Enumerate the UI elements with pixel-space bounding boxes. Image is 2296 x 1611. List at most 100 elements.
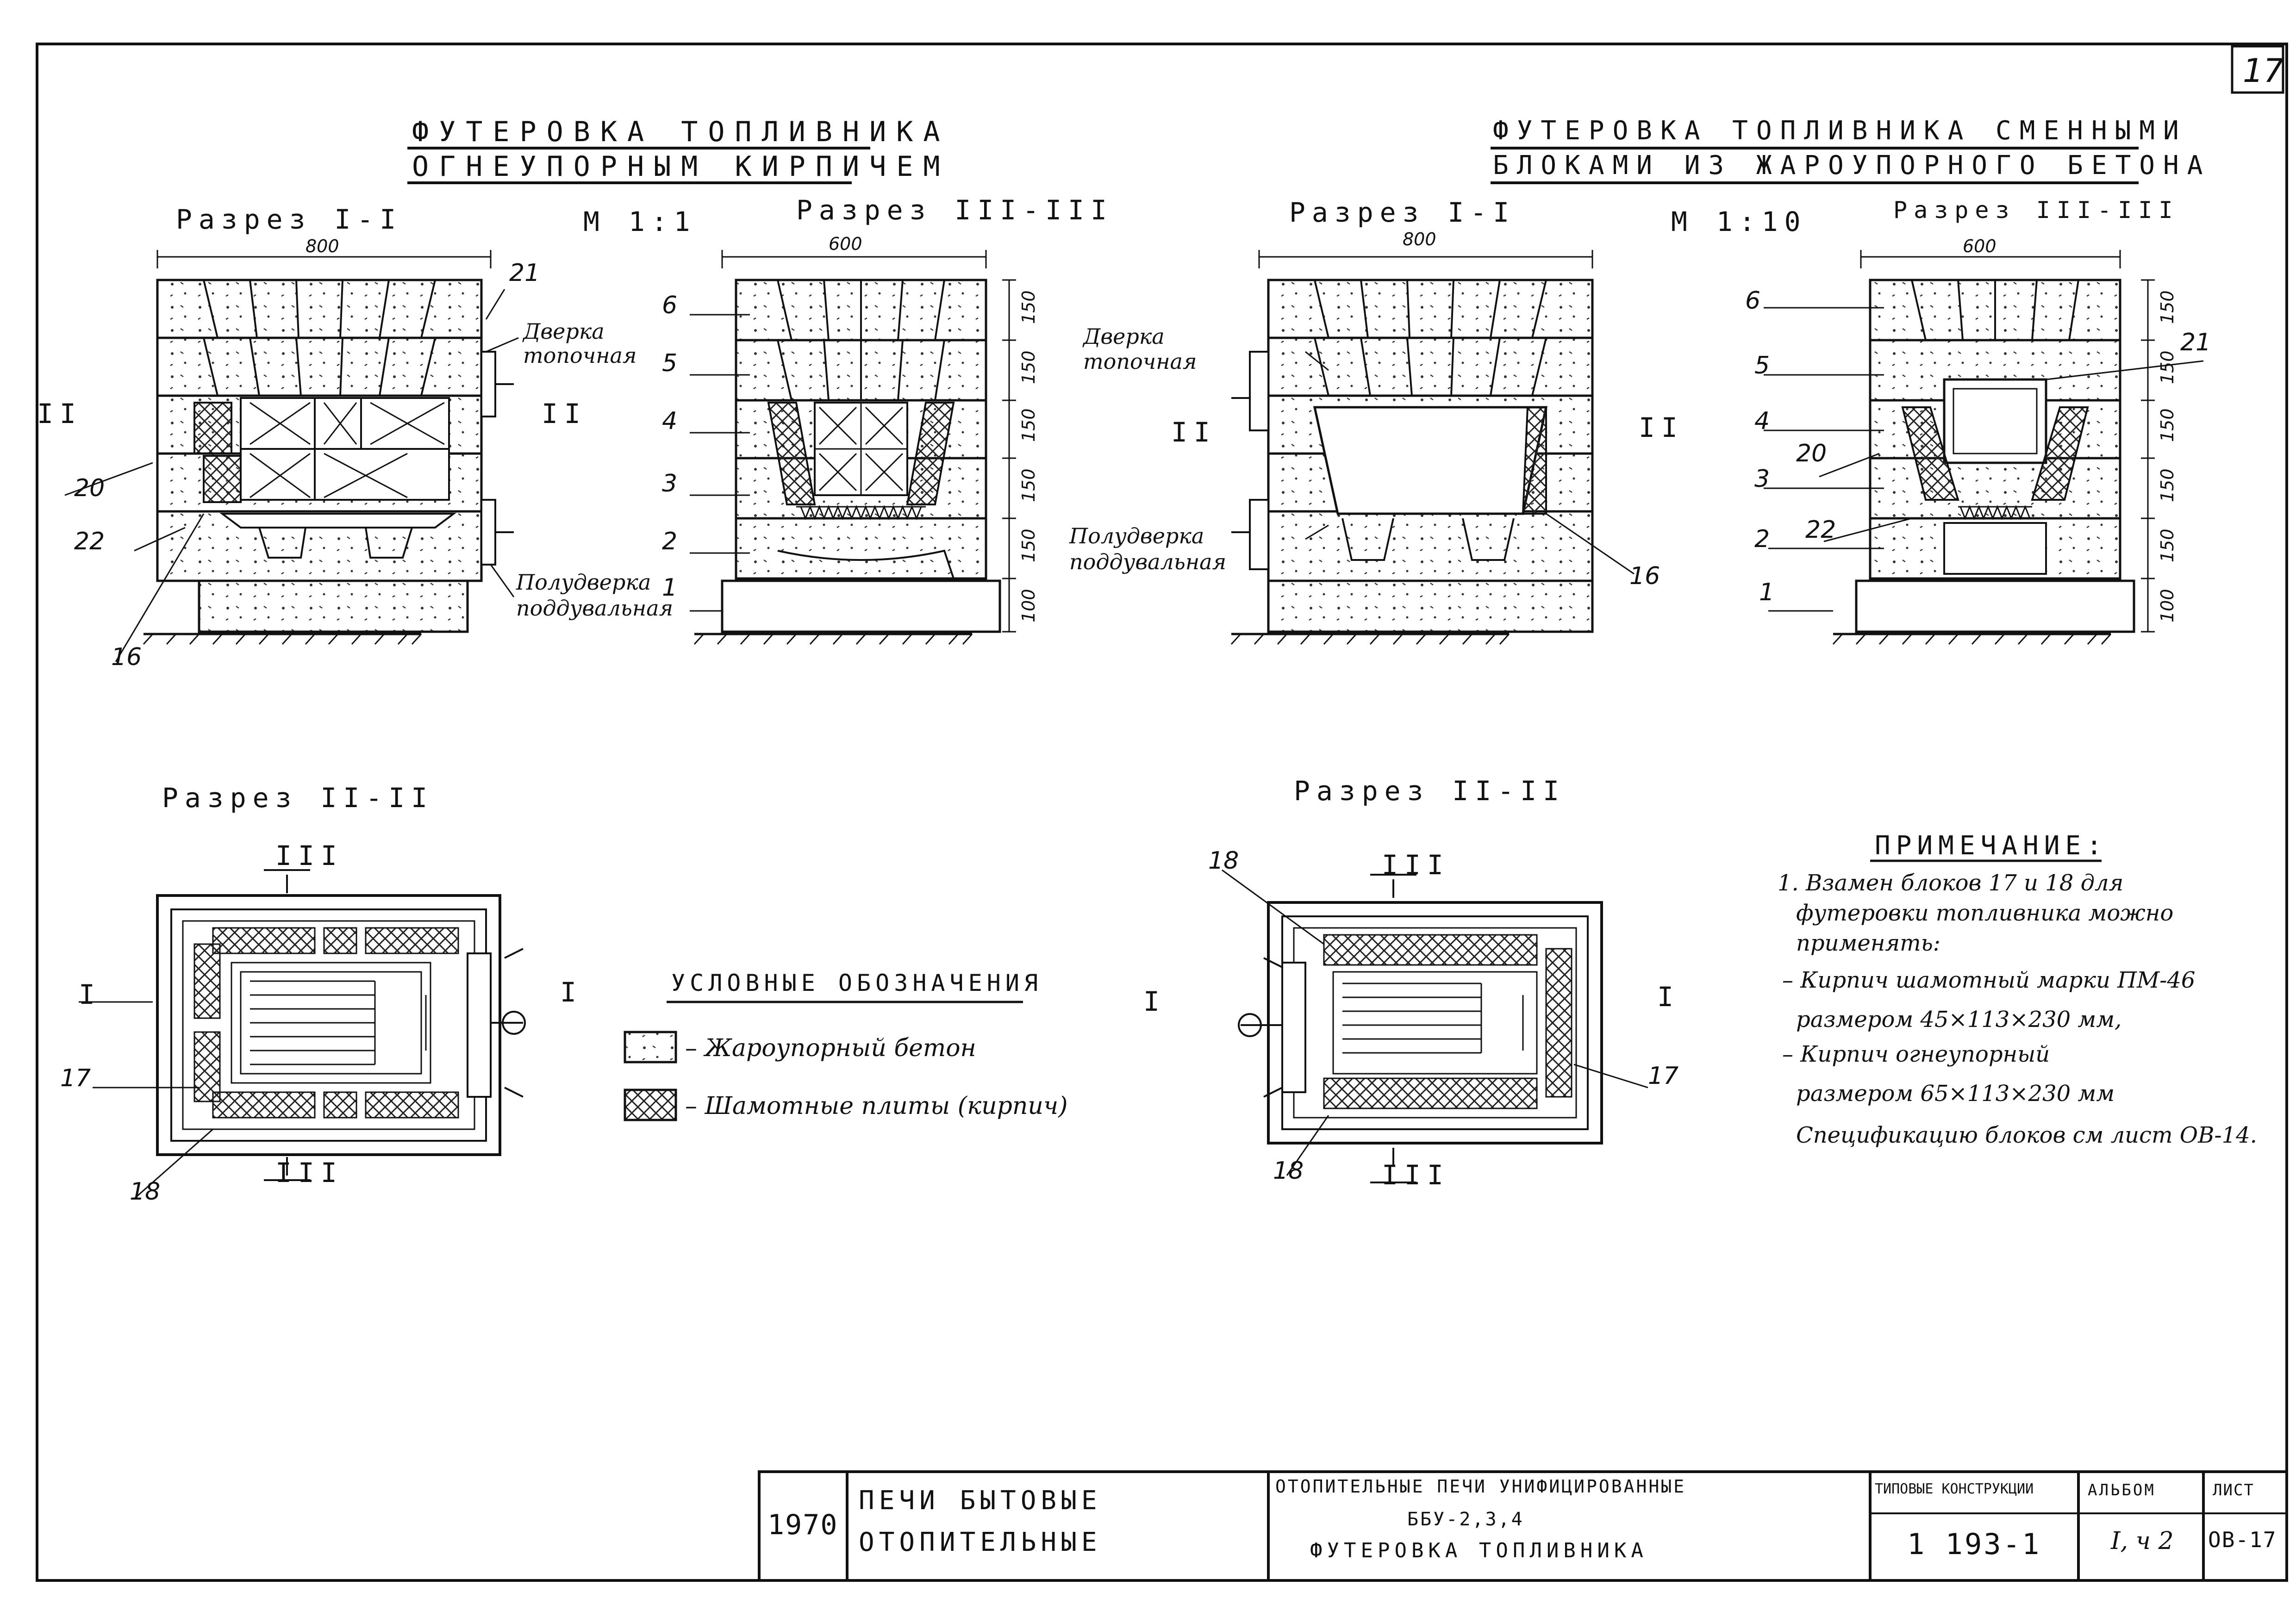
dim-600-left: 600 <box>829 234 862 254</box>
callout-5-left: 5 <box>662 349 678 377</box>
note-line-3: применять: <box>1796 930 1940 956</box>
callout-4-right: 4 <box>1754 407 1770 435</box>
callout-4-left: 4 <box>662 407 678 435</box>
section-1-left-drawing <box>144 250 514 644</box>
section-3-right-drawing <box>1833 250 2155 644</box>
mark-I-plan-right-a: I <box>1143 986 1166 1017</box>
callout-5-right: 5 <box>1754 352 1770 379</box>
mark-II-left-b: II <box>542 398 587 429</box>
page-number: 17 <box>2243 52 2284 90</box>
note-line-7: размером 65×113×230 мм <box>1796 1081 2115 1107</box>
note-line-2: футеровки топливника можно <box>1796 900 2174 926</box>
note-line-6: – Кирпич огнеупорный <box>1782 1041 2050 1067</box>
tb-year: 1970 <box>767 1509 838 1541</box>
callout-20-right: 20 <box>1796 440 1827 467</box>
tb-sheet-value: ОВ-17 <box>2208 1527 2277 1552</box>
tb-series-value: 1 193-1 <box>1907 1527 2041 1561</box>
section-title-2-right: Разрез II-II <box>1294 775 1566 807</box>
callout-3-left: 3 <box>662 470 678 498</box>
callout-6-left: 6 <box>662 292 678 319</box>
callout-21-right: 22 <box>1805 516 1836 544</box>
callout-18-plan-left: 18 <box>130 1178 161 1206</box>
callout-18-plan-right-b: 18 <box>1273 1157 1304 1185</box>
note-title: Примечание: <box>1875 831 2108 861</box>
dim-150-h: 150 <box>2157 408 2177 442</box>
dim-150-a: 150 <box>1018 290 1039 324</box>
dim-150-d: 150 <box>1018 468 1039 502</box>
mark-III-plan-right-top: III <box>1382 849 1450 881</box>
dim-150-e: 150 <box>1018 529 1039 562</box>
dim-800-right: 800 <box>1403 229 1436 249</box>
label-door-fire-right: Дверка топочная <box>1083 324 1197 374</box>
legend-title: Условные обозначения <box>671 970 1043 996</box>
label-door-blow-right: Полудверка поддувальная <box>1069 523 1227 574</box>
legend-concrete-text: – Жароупорный бетон <box>685 1034 976 1062</box>
mark-III-plan-left-bottom: III <box>275 1157 343 1188</box>
callout-16-right: 16 <box>1629 562 1660 590</box>
callout-20-left: 20 <box>74 474 105 502</box>
section-title-3-left: Разрез III-III <box>796 194 1113 226</box>
callout-2-right: 2 <box>1754 525 1770 553</box>
dim-100-b: 100 <box>2157 589 2177 622</box>
header-left-line1: Футеровка топливника <box>412 116 950 148</box>
plan-2-left-drawing <box>156 869 526 1181</box>
section-title-2-left: Разрез II-II <box>162 782 434 814</box>
scale-right: М 1:10 <box>1671 206 1807 237</box>
note-line-4: – Кирпич шамотный марки ПМ-46 <box>1782 967 2196 993</box>
tb-product-line2: отопительные <box>859 1527 1102 1557</box>
mark-I-plan-right-b: I <box>1657 981 1680 1013</box>
tb-desc-line1: Отопительные печи унифицированные <box>1275 1476 1686 1497</box>
mark-III-plan-left-top: III <box>275 840 343 871</box>
header-right-line1: Футеровка топливника сменными <box>1493 116 2187 146</box>
callout-16-left: 16 <box>111 643 142 671</box>
mark-II-right-b: II <box>1639 412 1684 443</box>
tb-album-label: Альбом <box>2088 1481 2156 1499</box>
callout-17-plan-right: 17 <box>1648 1062 1679 1090</box>
plan-2-right-drawing <box>1238 874 1603 1183</box>
callout-3-right: 3 <box>1754 465 1770 493</box>
dim-150-b: 150 <box>1018 350 1039 384</box>
callout-1-left: 1 <box>662 574 678 602</box>
callout-2-left: 2 <box>662 528 678 555</box>
note-line-5: размером 45×113×230 мм, <box>1796 1007 2122 1033</box>
mark-III-plan-right-bottom: III <box>1382 1159 1450 1191</box>
dim-150-c: 150 <box>1018 408 1039 442</box>
mark-II-left-a: II <box>37 398 82 429</box>
dim-150-i: 150 <box>2157 468 2177 502</box>
dim-150-j: 150 <box>2157 529 2177 562</box>
note-line-8: Спецификацию блоков см лист ОВ-14. <box>1796 1122 2257 1148</box>
callout-22-left: 21 <box>509 259 540 287</box>
callout-22-right: 21 <box>2180 329 2211 356</box>
tb-desc-line2: ББУ-2,3,4 <box>1407 1509 1524 1530</box>
callout-18-plan-right: 18 <box>1208 847 1239 875</box>
section-3-left-drawing <box>694 250 1016 644</box>
scale-left: М 1:1 <box>583 206 697 237</box>
dim-800-left: 800 <box>306 236 339 256</box>
label-door-blow-left: Полудверка поддувальная <box>516 570 674 621</box>
section-title-1-left: Разрез I-I <box>176 204 403 235</box>
section-title-3-right: Разрез III-III <box>1893 197 2179 224</box>
mark-I-plan-left-a: I <box>79 979 101 1010</box>
tb-series-label: Типовые конструкции <box>1875 1481 2034 1497</box>
title-block <box>758 1470 2288 1582</box>
callout-6-right: 6 <box>1745 287 1761 315</box>
mark-I-plan-left-b: I <box>560 977 583 1008</box>
dim-150-g: 150 <box>2157 350 2177 384</box>
legend-concrete-swatch <box>624 1031 677 1064</box>
section-title-1-right: Разрез I-I <box>1289 197 1516 228</box>
dim-600-right: 600 <box>1963 236 1997 256</box>
tb-sheet-label: Лист <box>2213 1481 2254 1499</box>
dim-100-a: 100 <box>1018 589 1039 622</box>
tb-album-value: I, ч 2 <box>2111 1527 2174 1555</box>
callout-17-plan-left: 17 <box>60 1064 91 1092</box>
header-left-line2: огнеупорным кирпичем <box>412 150 950 183</box>
mark-II-right-a: II <box>1171 417 1217 448</box>
header-right-line2: блоками из жароупорного бетона <box>1493 150 2211 180</box>
note-line-1: 1. Взамен блоков 17 и 18 для <box>1778 870 2124 896</box>
tb-product-line1: Печи бытовые <box>859 1486 1102 1516</box>
dim-150-f: 150 <box>2157 290 2177 324</box>
tb-desc-line3: Футеровка топливника <box>1310 1539 1648 1562</box>
section-1-right-drawing <box>1231 250 1594 644</box>
legend-chamotte-swatch <box>624 1089 677 1121</box>
legend-chamotte-text: – Шамотные плиты (кирпич) <box>685 1092 1068 1120</box>
